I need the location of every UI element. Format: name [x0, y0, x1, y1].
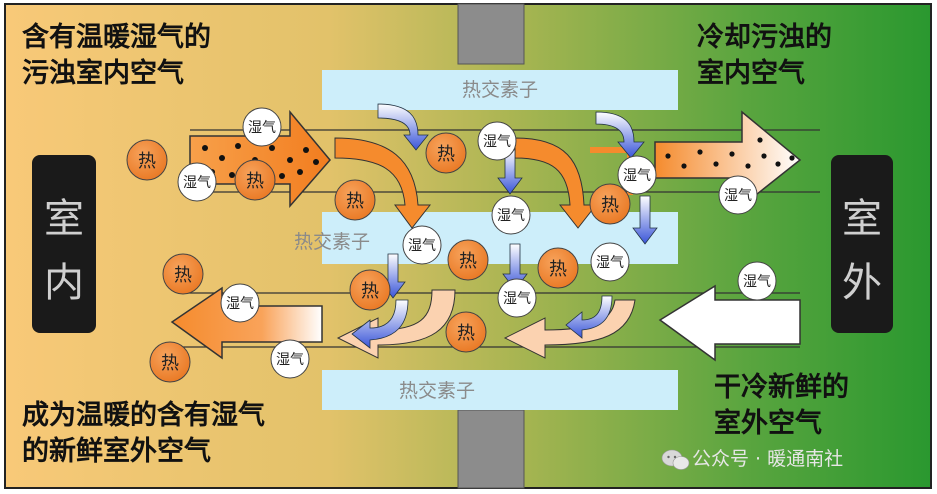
exhaust-curve-arrow — [334, 137, 432, 229]
caption-top-left-line1: 含有温暖湿气的 — [22, 21, 211, 53]
svg-text:热: 热 — [459, 251, 477, 272]
svg-text:湿气: 湿气 — [743, 274, 771, 290]
moisture-ball-icon: 湿气 — [220, 283, 260, 323]
caption-bottom-left-line1: 成为温暖的含有湿气 — [22, 399, 265, 431]
svg-text:湿气: 湿气 — [248, 120, 276, 136]
moisture-ball-icon: 湿气 — [497, 278, 537, 318]
moisture-arrow-icon — [632, 195, 658, 245]
dust-dots-out — [665, 137, 795, 169]
svg-text:湿气: 湿气 — [483, 134, 511, 150]
svg-text:湿气: 湿气 — [497, 208, 525, 224]
moisture-ball-icon: 湿气 — [491, 195, 531, 235]
heat-ball-icon: 热 — [589, 183, 631, 225]
caption-bottom-left-line2: 的新鲜室外空气 — [22, 435, 211, 467]
caption-bottom-right-line2: 室外空气 — [714, 407, 822, 439]
svg-text:热: 热 — [457, 323, 475, 344]
svg-text:热: 热 — [138, 151, 156, 172]
svg-text:热: 热 — [549, 259, 567, 280]
svg-text:热: 热 — [437, 144, 455, 165]
indoor-box — [32, 155, 96, 333]
wechat-icon — [661, 449, 690, 470]
moisture-ball-icon: 湿气 — [270, 339, 310, 379]
moisture-ball-icon: 湿气 — [617, 155, 657, 195]
heat-ball-icon: 热 — [447, 239, 489, 281]
svg-text:热: 热 — [174, 265, 192, 286]
moisture-ball-icon: 湿气 — [402, 225, 442, 265]
heat-ball-icon: 热 — [334, 179, 376, 221]
caption-top-right-line1: 冷却污浊的 — [697, 21, 832, 53]
moisture-arrow-icon — [377, 103, 429, 151]
caption-bottom-right-line1: 干冷新鲜的 — [714, 371, 849, 403]
heat-balls: 热 热 热 热 热 热 热 热 — [126, 132, 631, 383]
svg-text:湿气: 湿气 — [503, 291, 531, 307]
outdoor-box — [831, 155, 893, 333]
heat-ball-icon: 热 — [537, 247, 579, 289]
moisture-arrow-icon — [497, 149, 523, 195]
outdoor-label-1: 室 — [842, 196, 882, 242]
element-label-top: 热交素子 — [462, 79, 538, 101]
svg-text:热: 热 — [246, 171, 264, 192]
svg-text:热: 热 — [161, 353, 179, 374]
indoor-label-1: 室 — [44, 196, 84, 242]
svg-text:湿气: 湿气 — [623, 168, 651, 184]
moisture-arrow-icon — [565, 295, 613, 339]
svg-text:热: 热 — [361, 281, 379, 302]
moisture-arrow-icon — [595, 111, 645, 159]
moisture-ball-icon: 湿气 — [177, 162, 217, 202]
element-label-mid: 热交素子 — [294, 231, 370, 253]
heat-ball-icon: 热 — [149, 341, 191, 383]
watermark-text: 公众号 · 暖通南社 — [692, 448, 843, 470]
moisture-ball-icon: 湿气 — [242, 107, 282, 147]
svg-text:湿气: 湿气 — [276, 352, 304, 368]
heat-ball-icon: 热 — [234, 159, 276, 201]
element-label-bottom: 热交素子 — [399, 380, 475, 402]
outdoor-label-2: 外 — [842, 260, 882, 306]
heat-ball-icon: 热 — [162, 253, 204, 295]
exchange-element-top — [322, 70, 678, 110]
svg-text:湿气: 湿气 — [183, 175, 211, 191]
heat-ball-icon: 热 — [349, 269, 391, 311]
svg-text:热: 热 — [601, 195, 619, 216]
outdoor-air-in-arrow — [658, 284, 801, 362]
heat-ball-icon: 热 — [126, 139, 168, 181]
moisture-arrow-icon — [351, 299, 409, 349]
svg-text:湿气: 湿气 — [596, 255, 624, 271]
moisture-arrows — [351, 103, 658, 349]
exhaust-curve-arrow — [514, 137, 598, 229]
heat-ball-icon: 热 — [445, 311, 487, 353]
heat-ball-icon: 热 — [425, 132, 467, 174]
moisture-ball-icon: 湿气 — [590, 242, 630, 282]
svg-text:湿气: 湿气 — [724, 188, 752, 204]
svg-text:热: 热 — [346, 191, 364, 212]
indoor-label-2: 内 — [44, 260, 84, 306]
exchange-element-bottom — [322, 370, 678, 410]
divider-bottom — [457, 409, 525, 489]
exhaust-air-out-arrow — [654, 110, 802, 208]
svg-text:湿气: 湿气 — [408, 238, 436, 254]
moisture-ball-icon: 湿气 — [737, 261, 777, 301]
caption-top-right-line2: 室内空气 — [697, 57, 805, 89]
divider-top — [457, 3, 525, 65]
moisture-balls: 湿气 湿气 湿气 湿气 湿气 湿气 湿气 湿气 — [177, 107, 777, 379]
svg-text:湿气: 湿气 — [226, 296, 254, 312]
moisture-ball-icon: 湿气 — [718, 175, 758, 215]
moisture-ball-icon: 湿气 — [477, 121, 517, 161]
caption-top-left-line2: 污浊室内空气 — [22, 57, 184, 89]
